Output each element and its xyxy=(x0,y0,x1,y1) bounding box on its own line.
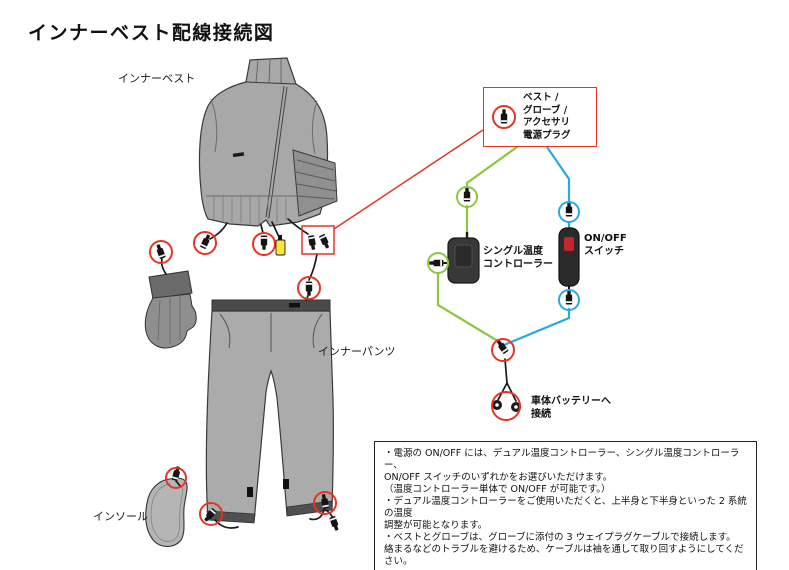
cable-vest-left xyxy=(209,222,228,240)
power-plug-box: ベスト / グローブ / アクセサリ 電源プラグ xyxy=(483,87,597,147)
cable-pants-left-cuff xyxy=(214,519,239,529)
insole-illustration xyxy=(145,477,188,548)
power-plug-icon xyxy=(500,109,508,124)
pants-pocket-left xyxy=(219,313,231,349)
single-temp-controller-icon xyxy=(447,237,480,284)
vest-armhole-left xyxy=(210,98,218,153)
label-line: ON/OFF xyxy=(584,233,627,244)
pants-tab-right xyxy=(283,479,289,489)
vest-chest-mark xyxy=(232,152,245,158)
note-line: 絡まるなどのトラブルを避けるため、ケーブルは袖を通して取り回すようにしてください… xyxy=(384,544,744,567)
pants-illustration xyxy=(205,299,335,524)
pants-pocket-right xyxy=(312,313,323,349)
cable-vest-center xyxy=(260,224,264,234)
cable-junction-to-battery xyxy=(504,358,508,384)
cable-glove xyxy=(160,258,167,275)
insole-outline xyxy=(145,477,188,548)
vest-lining-flap xyxy=(292,149,338,217)
connector-highlight-circles-green xyxy=(427,186,478,274)
pants-waist-tag xyxy=(289,303,300,308)
vest-collar-seams xyxy=(255,59,282,84)
cable-vest-yellow xyxy=(271,221,280,238)
label-inner-pants: インナーパンツ xyxy=(318,345,396,358)
power-plug-icon xyxy=(565,202,573,217)
cable-pants-right-cuff xyxy=(309,508,325,521)
power-plug-icon xyxy=(154,243,166,260)
wire-blue-bottom xyxy=(502,307,571,347)
vest-quilting-lines xyxy=(213,197,287,224)
single-controller-label: シングル温度 コントローラー xyxy=(483,246,553,271)
insole-inner-line xyxy=(150,483,184,542)
pants-cuff-right xyxy=(286,500,333,517)
cable-insole xyxy=(175,480,181,487)
pants-tab-left xyxy=(247,487,253,497)
power-plug-icon xyxy=(260,235,268,250)
label-line: ベスト / xyxy=(523,92,559,103)
vest-lining-stripes xyxy=(295,159,337,200)
power-plug-box-text: ベスト / グローブ / アクセサリ 電源プラグ xyxy=(523,92,571,142)
cable-vest-right xyxy=(287,218,309,235)
power-plug-icon xyxy=(463,187,471,202)
wire-green-bottom xyxy=(436,271,503,345)
vest-collar-line xyxy=(245,81,297,85)
label-line: グローブ / xyxy=(523,104,568,116)
pants-body xyxy=(205,310,335,523)
connector-highlight-circles-blue xyxy=(558,201,580,311)
battery-label: 車体バッテリーへ 接続 xyxy=(531,396,611,421)
figure-title: インナーベスト配線接続図 xyxy=(28,22,275,44)
label-inner-vest: インナーベスト xyxy=(118,72,196,85)
yellow-connector-icon xyxy=(275,235,286,256)
label-line: スイッチ xyxy=(584,245,624,257)
note-line: ・デュアル温度コントローラーをご使用いただくと、上半身と下半身といった 2 系統… xyxy=(384,496,747,519)
label-line: 電源プラグ xyxy=(523,129,571,141)
onoff-switch-icon xyxy=(558,227,580,287)
callout-line-red xyxy=(333,129,484,230)
cable-to-pants xyxy=(308,253,318,281)
label-line: 車体バッテリーへ xyxy=(531,396,611,407)
power-plug-icon xyxy=(305,281,313,296)
note-line: 調整が可能となります。 xyxy=(384,520,488,531)
power-plug-icon xyxy=(318,233,331,250)
cable-battery-lead-right xyxy=(506,382,517,402)
glove-illustration xyxy=(144,270,197,349)
note-line: ON/OFF スイッチのいずれかをお選びいただけます。 xyxy=(384,472,613,483)
callout-rect-red xyxy=(301,225,335,255)
label-line: 接続 xyxy=(531,408,551,420)
power-plug-icon xyxy=(429,259,444,267)
vest-body xyxy=(198,57,329,227)
vest-illustration xyxy=(198,57,338,227)
power-plug-icon xyxy=(329,515,341,532)
note-line: ・電源の ON/OFF には、デュアル温度コントローラー、シングル温度コントロー… xyxy=(384,448,740,471)
onoff-switch-label: ON/OFF スイッチ xyxy=(584,233,627,258)
label-line: シングル温度 xyxy=(483,246,543,257)
ring-terminal-icon xyxy=(492,400,521,412)
glove-finger-lines xyxy=(157,296,181,344)
glove-hand xyxy=(144,293,197,349)
pants-waistband xyxy=(211,299,331,312)
note-line: （温度コントローラー単体で ON/OFF が可能です。） xyxy=(384,484,611,495)
note-line: ・ベストとグローブは、グローブに添付の 3 ウェイプラグケーブルで接続します。 xyxy=(384,532,736,543)
garment-cables xyxy=(160,218,570,529)
label-insole: インソール xyxy=(93,510,148,523)
label-line: コントローラー xyxy=(483,258,553,270)
label-line: アクセサリ xyxy=(523,117,571,128)
power-plug-icon xyxy=(307,235,317,251)
wire-green xyxy=(436,145,519,345)
connector-highlight-circles-red xyxy=(149,231,521,526)
vest-armhole-right xyxy=(311,100,318,155)
wire-blue-top xyxy=(545,145,571,204)
power-plug-icon xyxy=(565,290,573,305)
notes-box: ・電源の ON/OFF には、デュアル温度コントローラー、シングル温度コントロー… xyxy=(374,441,757,570)
glove-cuff xyxy=(148,270,193,300)
power-plug-box-icon xyxy=(492,105,516,129)
wire-green-top xyxy=(465,145,519,189)
power-plug-icon xyxy=(199,233,212,250)
